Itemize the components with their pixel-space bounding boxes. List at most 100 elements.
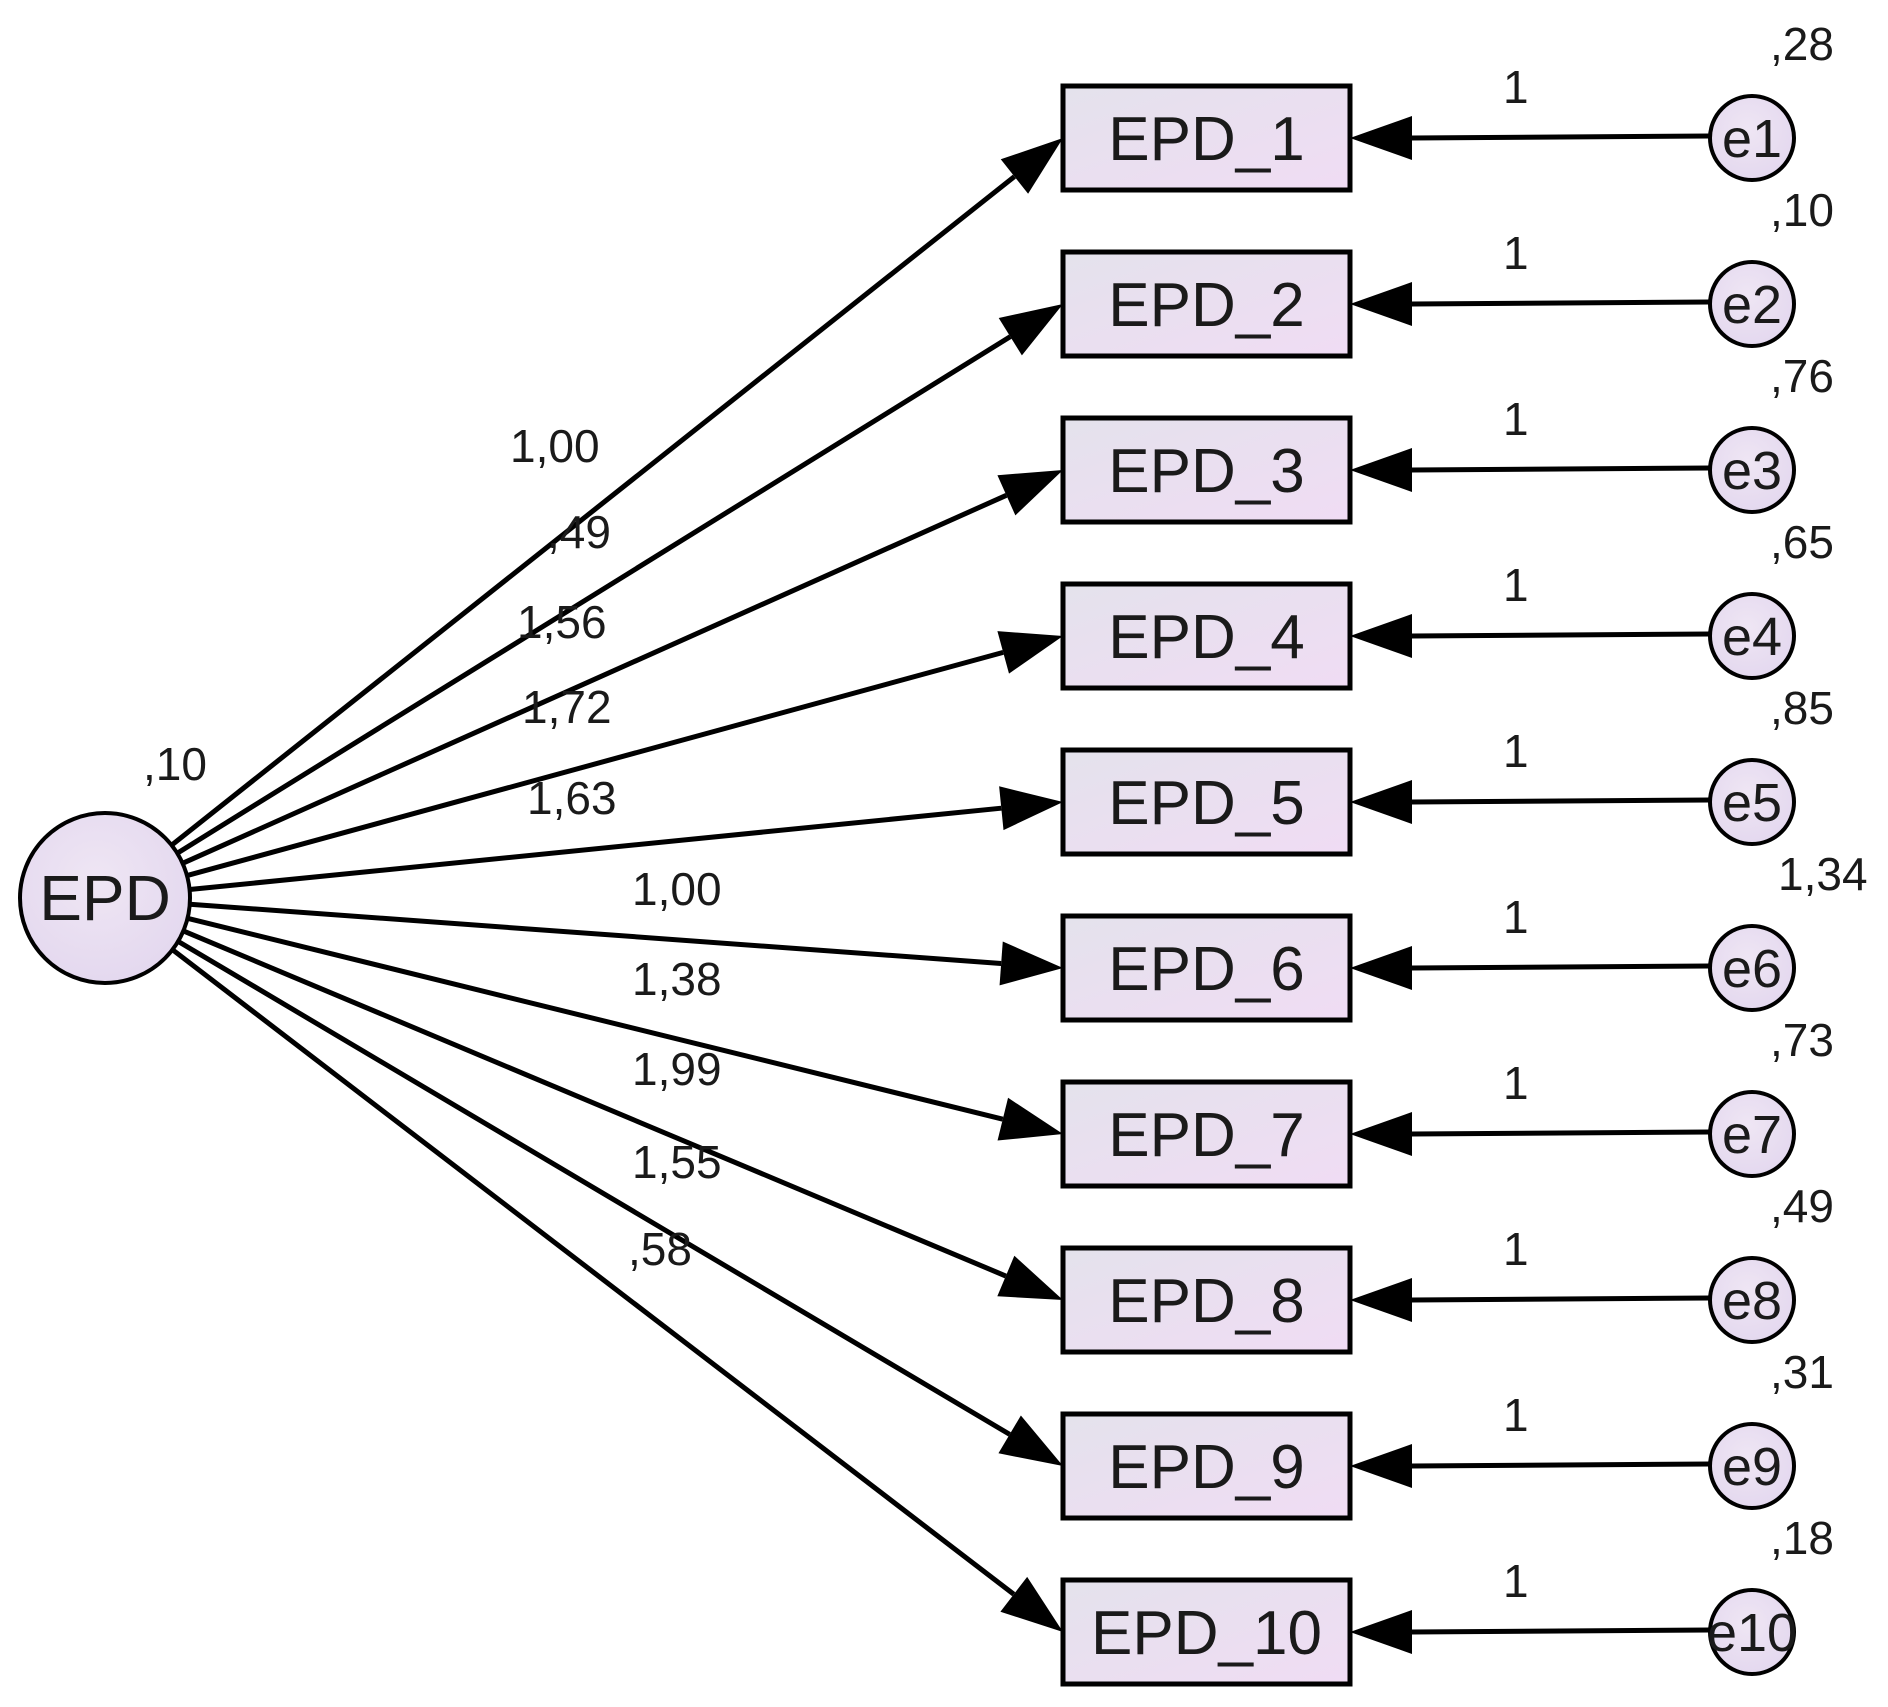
indicator-label: EPD_1 bbox=[1108, 105, 1304, 174]
loading-label: 1,00 bbox=[510, 420, 600, 472]
error-circle bbox=[1708, 924, 1796, 1012]
loading-arrowhead-2 bbox=[998, 304, 1063, 356]
indicator-node: EPD_7 bbox=[1060, 1079, 1353, 1189]
indicator-label: EPD_5 bbox=[1108, 769, 1304, 838]
loading-label: 1,00 bbox=[632, 863, 722, 915]
error-path-label: 1 bbox=[1503, 227, 1529, 279]
error-variance-label: ,31 bbox=[1770, 1346, 1834, 1398]
error-node: e3 bbox=[1708, 426, 1796, 514]
loading-path-1 bbox=[170, 174, 1016, 848]
error-arrowhead-1 bbox=[1350, 116, 1412, 160]
indicator-box bbox=[1060, 83, 1353, 193]
indicator-label: EPD_3 bbox=[1108, 437, 1304, 506]
error-path-4 bbox=[1411, 631, 1711, 639]
error-label: e2 bbox=[1722, 275, 1782, 335]
error-label: e4 bbox=[1722, 607, 1782, 667]
loading-path-10 bbox=[170, 947, 1016, 1597]
error-label: e6 bbox=[1722, 939, 1782, 999]
loading-label: ,49 bbox=[547, 506, 611, 558]
indicator-node: EPD_3 bbox=[1060, 415, 1353, 525]
error-arrowhead-6 bbox=[1350, 946, 1412, 990]
error-arrowhead-10 bbox=[1350, 1610, 1412, 1654]
error-variance-label: 1,34 bbox=[1778, 848, 1868, 900]
error-path-3 bbox=[1411, 465, 1711, 473]
error-circle bbox=[1708, 758, 1796, 846]
loading-arrowhead-10 bbox=[1000, 1576, 1063, 1632]
loading-arrowhead-8 bbox=[997, 1255, 1063, 1300]
error-label: e7 bbox=[1722, 1105, 1782, 1165]
error-path-label: 1 bbox=[1503, 725, 1529, 777]
latent-circle bbox=[18, 811, 192, 985]
indicator-box bbox=[1060, 1411, 1353, 1521]
error-path-9 bbox=[1411, 1461, 1711, 1469]
error-variance-label: ,28 bbox=[1770, 18, 1834, 70]
indicator-node: EPD_1 bbox=[1060, 83, 1353, 193]
indicator-label: EPD_10 bbox=[1091, 1599, 1322, 1668]
error-arrowhead-7 bbox=[1350, 1112, 1412, 1156]
error-arrowhead-5 bbox=[1350, 780, 1412, 824]
loading-path-4 bbox=[186, 649, 1004, 878]
error-circle bbox=[1708, 1588, 1796, 1676]
indicator-node: EPD_5 bbox=[1060, 747, 1353, 857]
indicator-node: EPD_4 bbox=[1060, 581, 1353, 691]
error-variance-label: ,76 bbox=[1770, 350, 1834, 402]
latent-node: EPD bbox=[18, 811, 192, 985]
indicator-box bbox=[1060, 1577, 1353, 1687]
error-label: e8 bbox=[1722, 1271, 1782, 1331]
error-path-7 bbox=[1411, 1129, 1711, 1137]
error-circle bbox=[1708, 592, 1796, 680]
loading-arrowhead-3 bbox=[997, 470, 1063, 516]
indicator-label: EPD_4 bbox=[1108, 603, 1304, 672]
error-path-label: 1 bbox=[1503, 393, 1529, 445]
error-path-1 bbox=[1411, 133, 1711, 141]
error-label: e1 bbox=[1722, 109, 1782, 169]
error-circle bbox=[1708, 1422, 1796, 1510]
loading-arrowhead-9 bbox=[998, 1415, 1063, 1466]
loading-path-7 bbox=[186, 915, 1004, 1122]
error-label: e9 bbox=[1722, 1437, 1782, 1497]
indicator-box bbox=[1060, 747, 1353, 857]
error-circle bbox=[1708, 1256, 1796, 1344]
loading-label: ,58 bbox=[628, 1223, 692, 1275]
loading-label: 1,55 bbox=[632, 1136, 722, 1188]
loading-label: 1,38 bbox=[632, 953, 722, 1005]
loading-path-8 bbox=[182, 928, 1007, 1279]
indicator-box bbox=[1060, 1079, 1353, 1189]
error-variance-label: ,10 bbox=[1770, 184, 1834, 236]
loading-arrowhead-5 bbox=[999, 786, 1063, 831]
error-node: e2 bbox=[1708, 260, 1796, 348]
error-path-label: 1 bbox=[1503, 1223, 1529, 1275]
loading-arrowhead-6 bbox=[999, 941, 1063, 986]
error-node: e6 bbox=[1708, 924, 1796, 1012]
latent-label: EPD bbox=[39, 862, 171, 934]
loading-arrowhead-7 bbox=[997, 1097, 1063, 1141]
error-path-label: 1 bbox=[1503, 61, 1529, 113]
loading-label: 1,56 bbox=[517, 596, 607, 648]
error-circle bbox=[1708, 94, 1796, 182]
error-path-label: 1 bbox=[1503, 1389, 1529, 1441]
indicator-node: EPD_2 bbox=[1060, 249, 1353, 359]
indicator-label: EPD_6 bbox=[1108, 935, 1304, 1004]
loading-label: 1,99 bbox=[632, 1043, 722, 1095]
error-node: e9 bbox=[1708, 1422, 1796, 1510]
error-node: e7 bbox=[1708, 1090, 1796, 1178]
error-path-label: 1 bbox=[1503, 1057, 1529, 1109]
error-path-label: 1 bbox=[1503, 891, 1529, 943]
loading-path-5 bbox=[189, 805, 1002, 893]
latent-variance-label: ,10 bbox=[143, 738, 207, 790]
error-circle bbox=[1708, 426, 1796, 514]
error-variance-label: ,73 bbox=[1770, 1014, 1834, 1066]
error-path-8 bbox=[1411, 1295, 1711, 1303]
loading-arrowhead-4 bbox=[997, 631, 1063, 674]
error-variance-label: ,18 bbox=[1770, 1512, 1834, 1564]
error-arrowhead-4 bbox=[1350, 614, 1412, 658]
error-node: e8 bbox=[1708, 1256, 1796, 1344]
error-arrowhead-2 bbox=[1350, 282, 1412, 326]
indicator-node: EPD_8 bbox=[1060, 1245, 1353, 1355]
error-label: e3 bbox=[1722, 441, 1782, 501]
error-path-6 bbox=[1411, 963, 1711, 971]
error-arrowhead-9 bbox=[1350, 1444, 1412, 1488]
loading-label: 1,72 bbox=[522, 681, 612, 733]
indicator-node: EPD_10 bbox=[1060, 1577, 1353, 1687]
